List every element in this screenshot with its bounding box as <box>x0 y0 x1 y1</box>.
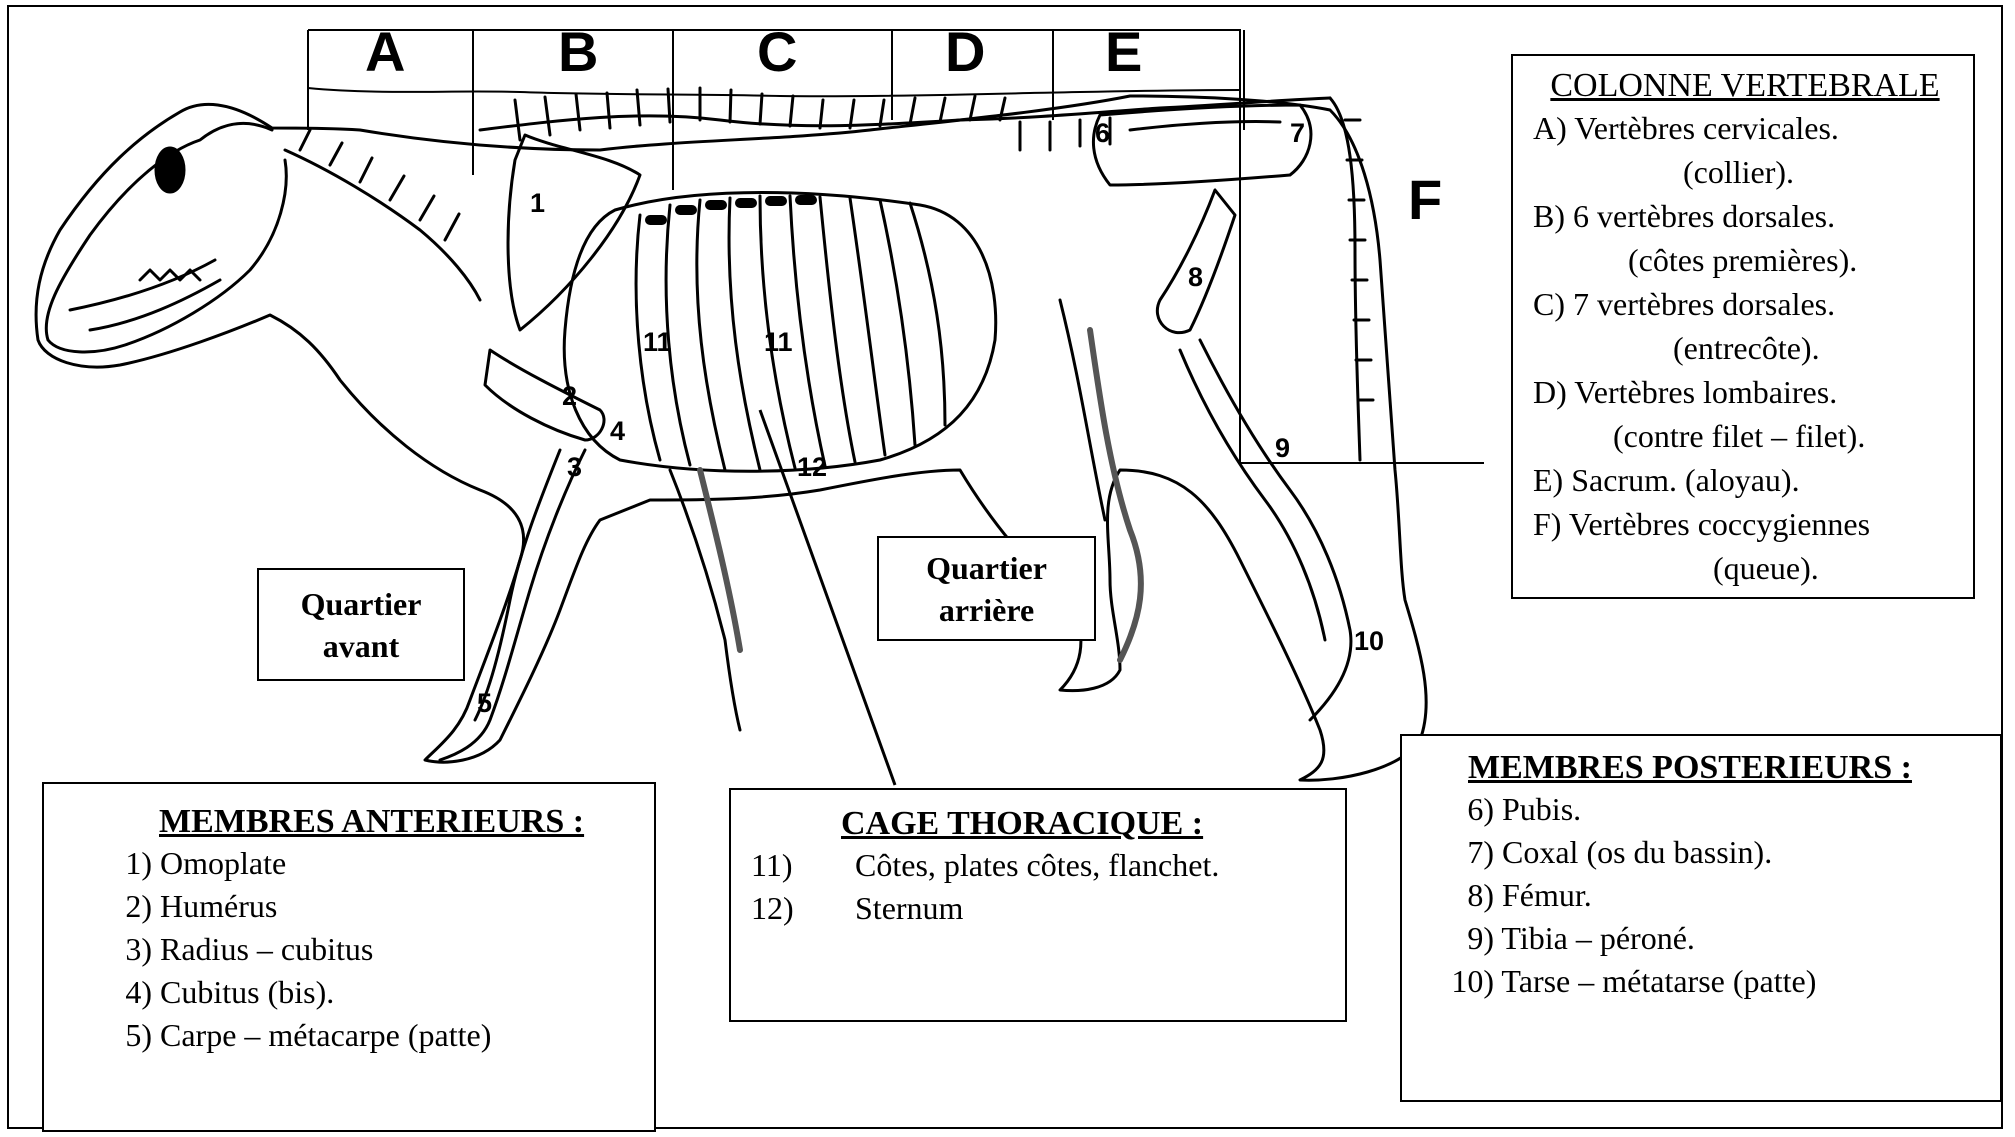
membres-anterieurs-box: MEMBRES ANTERIEURS : 1) Omoplate 2) Humé… <box>42 782 656 1132</box>
bone-number-1: 1 <box>530 190 545 217</box>
bone-number-3: 3 <box>567 454 582 481</box>
anterieur-num: 5) <box>112 1014 152 1057</box>
colonne-line-e: E) Sacrum. (aloyau). <box>1533 458 1957 502</box>
posterieur-item: 8) Fémur. <box>1442 874 2000 917</box>
posterieur-num: 7) <box>1442 831 1494 874</box>
anterieur-num: 3) <box>112 928 152 971</box>
thoracique-text: Côtes, plates côtes, flanchet. <box>855 847 1219 883</box>
membres-posterieurs-list: 6) Pubis. 7) Coxal (os du bassin). 8) Fé… <box>1442 788 2000 1003</box>
membres-posterieurs-title: MEMBRES POSTERIEURS : <box>1468 748 2000 788</box>
rear-quarter-label: Quartier arrière <box>877 536 1096 641</box>
jaw <box>70 260 220 330</box>
posterieur-num: 10) <box>1442 960 1494 1003</box>
eye-socket <box>156 148 184 192</box>
cage-thoracique-title: CAGE THORACIQUE : <box>841 804 1345 844</box>
thoracique-item: 11) Côtes, plates côtes, flanchet. <box>751 844 1345 887</box>
bone-number-11-left: 11 <box>643 329 672 356</box>
bone-number-10: 10 <box>1354 628 1384 655</box>
colonne-line-a: A) Vertèbres cervicales. <box>1533 106 1957 150</box>
colonne-line-c-note: (entrecôte). <box>1533 326 1957 370</box>
pelvis <box>1093 105 1310 185</box>
posterieur-num: 6) <box>1442 788 1494 831</box>
posterieur-num: 9) <box>1442 917 1494 960</box>
segment-label-e: E <box>1105 24 1142 80</box>
bone-number-9: 9 <box>1275 435 1290 462</box>
segment-bottom-curve <box>308 88 1240 96</box>
segment-label-c: C <box>757 24 797 80</box>
membres-anterieurs-title: MEMBRES ANTERIEURS : <box>159 802 654 842</box>
cervical-vertebrae <box>285 150 480 300</box>
colonne-vertebrale-title: COLONNE VERTEBRALE <box>1533 66 1957 106</box>
colonne-line-f: F) Vertèbres coccygiennes <box>1533 502 1957 546</box>
colonne-line-a-note: (collier). <box>1533 150 1957 194</box>
colonne-vertebrale-box: COLONNE VERTEBRALE A) Vertèbres cervical… <box>1511 54 1975 599</box>
anterieur-item: 5) Carpe – métacarpe (patte) <box>112 1014 654 1057</box>
membres-anterieurs-list: 1) Omoplate 2) Humérus 3) Radius – cubit… <box>112 842 654 1057</box>
front-quarter-line1: Quartier <box>259 583 463 625</box>
colonne-line-d: D) Vertèbres lombaires. <box>1533 370 1957 414</box>
colonne-line-c: C) 7 vertèbres dorsales. <box>1533 282 1957 326</box>
cage-thoracique-list: 11) Côtes, plates côtes, flanchet. 12) Ste… <box>751 844 1345 930</box>
bone-number-11-right: 11 <box>764 329 793 356</box>
posterieur-text: Coxal (os du bassin). <box>1502 834 1772 870</box>
segment-label-f: F <box>1408 172 1442 228</box>
anterieur-num: 1) <box>112 842 152 885</box>
bone-number-12: 12 <box>797 454 827 481</box>
thoracique-num: 12) <box>751 887 821 930</box>
cage-thoracique-box: CAGE THORACIQUE : 11) Côtes, plates côtes… <box>729 788 1347 1022</box>
posterieur-text: Tarse – métatarse (patte) <box>1501 963 1816 999</box>
teeth <box>140 270 200 280</box>
segment-label-b: B <box>558 24 598 80</box>
colonne-line-f-note: (queue). <box>1533 546 1957 590</box>
segment-label-a: A <box>365 24 405 80</box>
thoracique-num: 11) <box>751 844 821 887</box>
bone-number-8: 8 <box>1188 264 1203 291</box>
humerus <box>485 350 604 440</box>
bone-number-5: 5 <box>477 690 492 717</box>
rear-leg-far <box>1090 330 1141 660</box>
bone-number-6: 6 <box>1095 120 1110 147</box>
scapula <box>508 135 640 330</box>
posterieur-item: 7) Coxal (os du bassin). <box>1442 831 2000 874</box>
posterieur-text: Tibia – péroné. <box>1501 920 1694 956</box>
posterieur-num: 8) <box>1442 874 1494 917</box>
segment-label-d: D <box>945 24 985 80</box>
anterieur-item: 3) Radius – cubitus <box>112 928 654 971</box>
posterieur-text: Pubis. <box>1502 791 1581 827</box>
posterieur-text: Fémur. <box>1502 877 1592 913</box>
anterieur-item: 4) Cubitus (bis). <box>112 971 654 1014</box>
anterieur-text: Radius – cubitus <box>160 931 373 967</box>
bone-number-2: 2 <box>562 383 577 410</box>
colonne-line-b: B) 6 vertèbres dorsales. <box>1533 194 1957 238</box>
anterieur-num: 4) <box>112 971 152 1014</box>
rear-quarter-line1: Quartier <box>879 547 1094 589</box>
posterieur-item: 6) Pubis. <box>1442 788 2000 831</box>
rear-quarter-line2: arrière <box>879 589 1094 631</box>
anterieur-text: Omoplate <box>160 845 286 881</box>
anterieur-text: Carpe – métacarpe (patte) <box>160 1017 491 1053</box>
anterieur-text: Cubitus (bis). <box>160 974 334 1010</box>
anterieur-item: 1) Omoplate <box>112 842 654 885</box>
anterieur-item: 2) Humérus <box>112 885 654 928</box>
posterieur-item: 10) Tarse – métatarse (patte) <box>1442 960 2000 1003</box>
colonne-line-b-note: (côtes premières). <box>1533 238 1957 282</box>
thoracique-text: Sternum <box>855 890 963 926</box>
posterieur-item: 9) Tibia – péroné. <box>1442 917 2000 960</box>
front-quarter-line2: avant <box>259 625 463 667</box>
anterieur-text: Humérus <box>160 888 277 924</box>
front-quarter-label: Quartier avant <box>257 568 465 681</box>
membres-posterieurs-box: MEMBRES POSTERIEURS : 6) Pubis. 7) Coxal… <box>1400 734 2002 1102</box>
colonne-line-d-note: (contre filet – filet). <box>1533 414 1957 458</box>
bone-number-4: 4 <box>610 418 625 445</box>
anterieur-num: 2) <box>112 885 152 928</box>
bone-number-7: 7 <box>1290 120 1305 147</box>
thoracique-item: 12) Sternum <box>751 887 1345 930</box>
